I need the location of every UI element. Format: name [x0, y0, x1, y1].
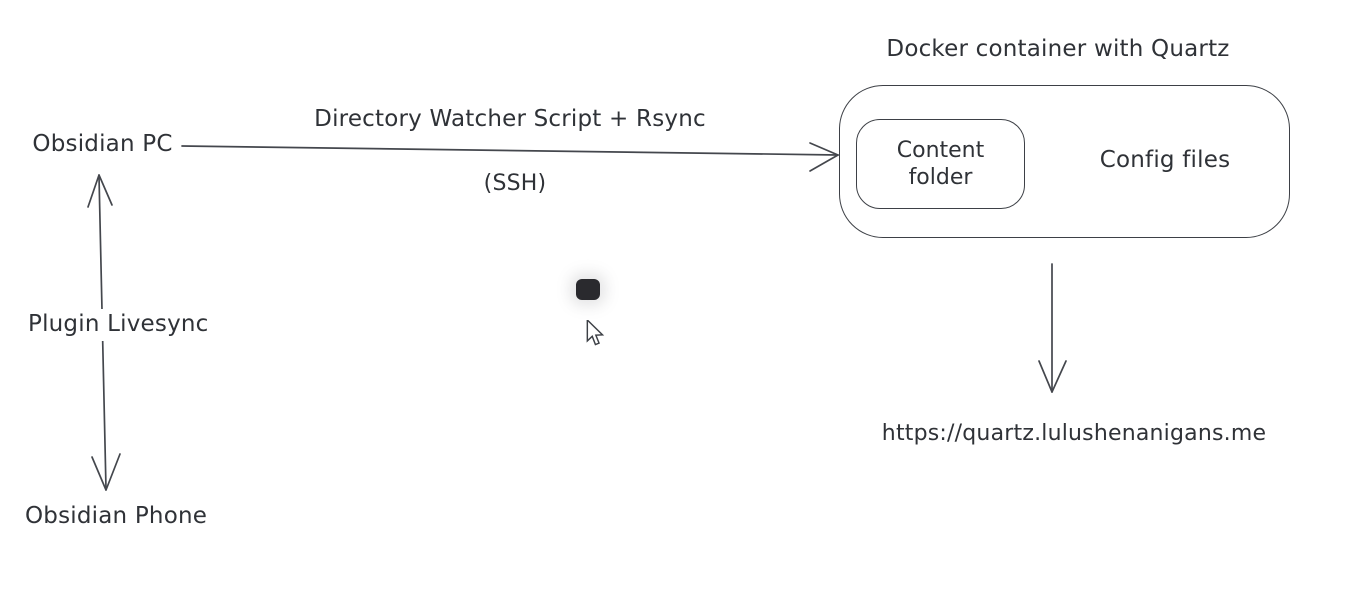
- arrow-pc-to-container[interactable]: [181, 142, 839, 172]
- obsidian-phone-label[interactable]: Obsidian Phone: [25, 503, 208, 529]
- obsidian-pc-label[interactable]: Obsidian PC: [32, 131, 173, 157]
- arrow-container-to-url[interactable]: [1038, 263, 1067, 393]
- config-files-label[interactable]: Config files: [1099, 147, 1231, 173]
- content-folder-label: Content folder: [896, 137, 985, 191]
- docker-container-title[interactable]: Docker container with Quartz: [886, 36, 1230, 62]
- plugin-livesync-label[interactable]: Plugin Livesync: [22, 309, 212, 341]
- ssh-edge-sublabel[interactable]: (SSH): [483, 171, 547, 196]
- sync-edge-label[interactable]: Directory Watcher Script + Rsync: [314, 106, 706, 132]
- cursor-highlight-blob: [576, 279, 600, 300]
- content-folder-box[interactable]: Content folder: [856, 119, 1025, 209]
- site-url-label[interactable]: https://quartz.lulushenanigans.me: [881, 421, 1267, 446]
- mouse-cursor-icon: [586, 320, 605, 346]
